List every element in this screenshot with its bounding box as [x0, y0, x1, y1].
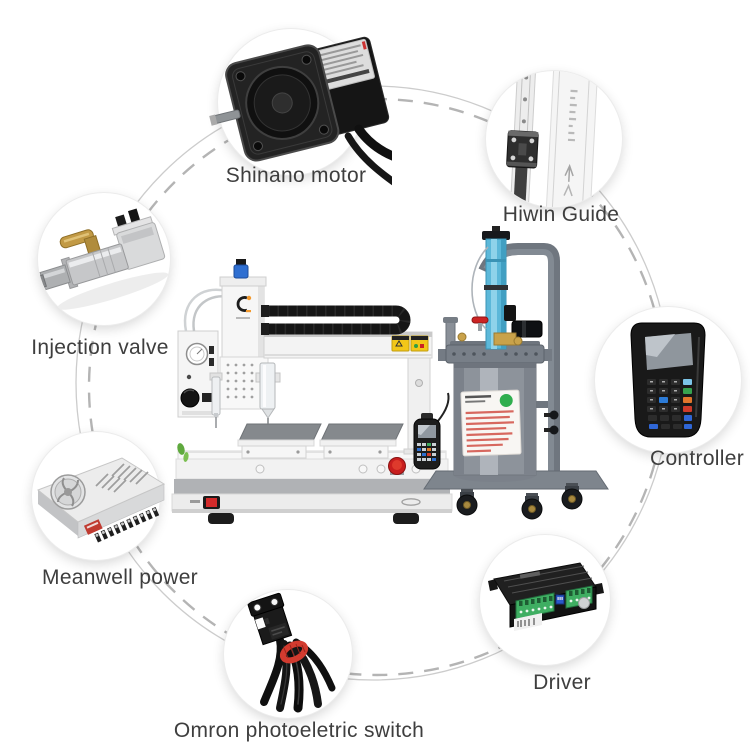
component-label-hiwin-guide: Hiwin Guide	[502, 203, 620, 226]
switching-power-supply-photo	[37, 457, 166, 543]
casters	[456, 483, 583, 520]
dispensing-syringes	[211, 362, 281, 428]
component-label-driver: Driver	[533, 671, 591, 694]
pressure-tank-assembly	[423, 226, 609, 520]
work-fixtures	[237, 423, 404, 459]
component-circle-controller	[595, 307, 741, 453]
warning-labels	[391, 335, 429, 352]
stepper-motor-photo	[209, 36, 392, 192]
component-circle-shinano-motor	[209, 29, 392, 192]
stepper-driver-photo	[488, 562, 604, 631]
cable-chain	[261, 305, 411, 335]
component-label-shinano-motor: Shinano motor	[225, 164, 367, 187]
component-circle-driver	[480, 535, 610, 665]
component-label-controller: Controller	[649, 447, 745, 470]
slot-photoelectric-sensor-photo	[247, 592, 336, 713]
component-circle-meanwell-power	[32, 432, 166, 560]
docked-pendant	[413, 392, 450, 470]
emergency-stop-button	[388, 457, 406, 475]
tank-label	[460, 389, 522, 457]
component-circle-injection-valve	[38, 193, 170, 325]
brand-logo	[236, 295, 252, 319]
component-circle-hiwin-guide	[486, 71, 622, 207]
handheld-teach-pendant-photo	[630, 322, 706, 438]
component-circle-omron-switch	[224, 590, 352, 718]
pressure-regulator	[457, 305, 543, 346]
linear-guide-rail-photo	[506, 71, 599, 207]
metal-dispensing-valve-photo	[38, 208, 169, 310]
component-label-meanwell-power: Meanwell power	[42, 566, 198, 589]
component-label-omron-switch: Omron photoeletric switch	[173, 719, 425, 742]
power-switch	[190, 496, 220, 509]
dispensing-machine-illustration	[171, 226, 609, 524]
robot-base	[171, 443, 453, 524]
component-label-injection-valve: Injection valve	[31, 336, 169, 359]
blue-pressure-tube	[471, 226, 510, 350]
